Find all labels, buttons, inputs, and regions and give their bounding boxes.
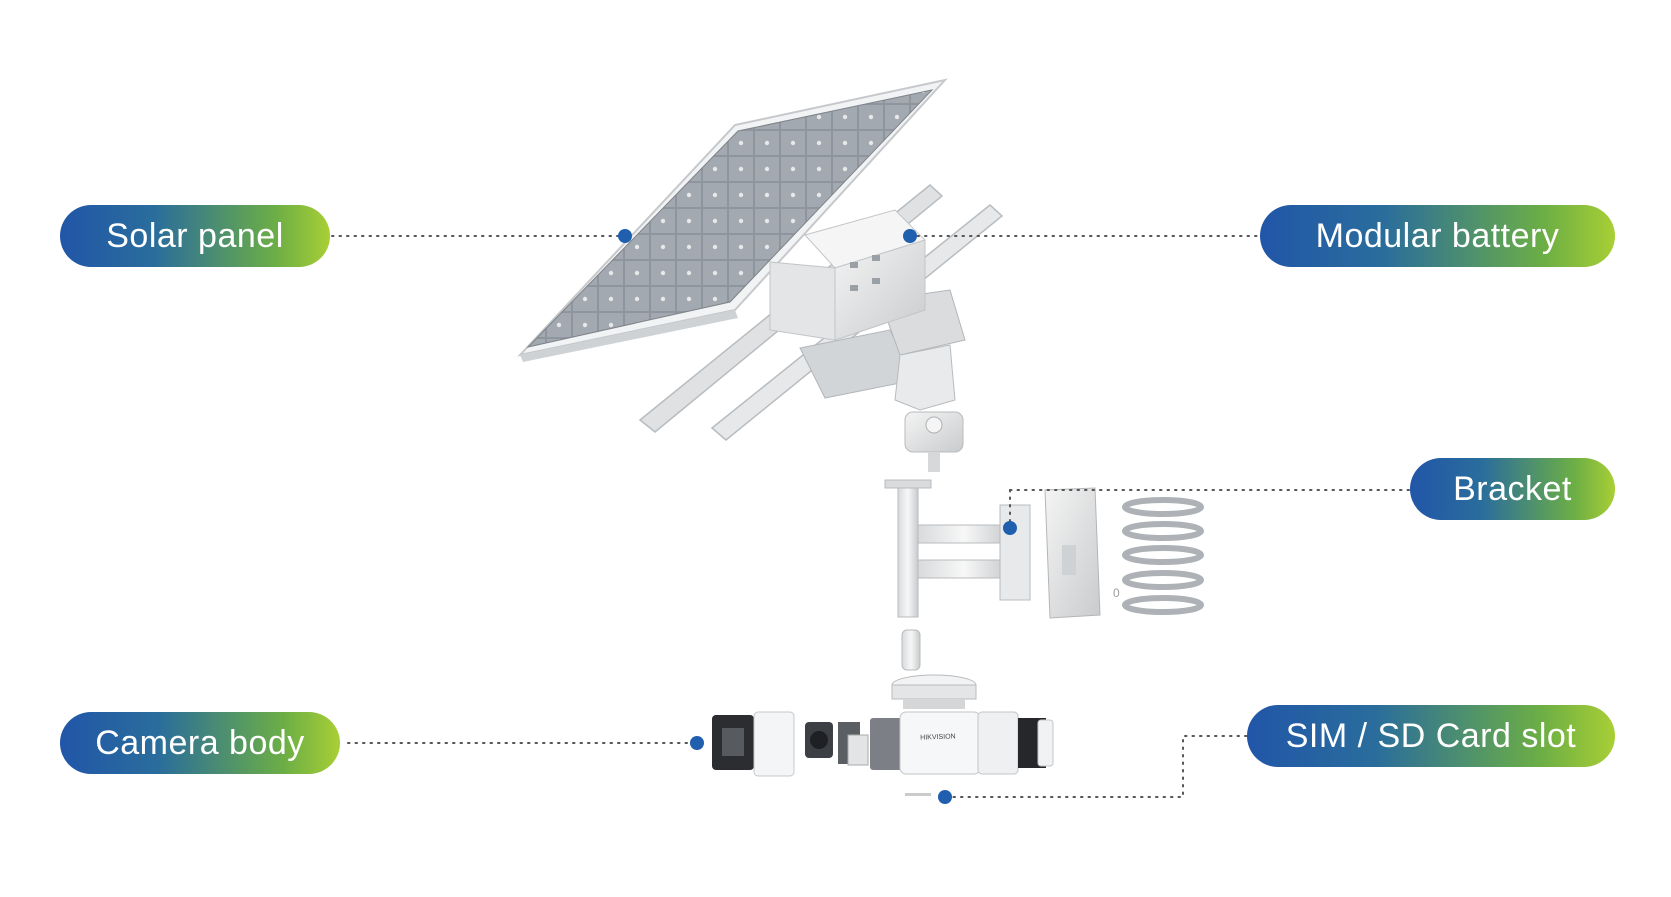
solar-panel-dot <box>618 229 632 243</box>
bracket-graphic: 0 <box>884 479 1204 709</box>
camera-brand-logo: HIKVISION <box>920 733 956 741</box>
bracket-dot <box>1003 521 1017 535</box>
camera-body-dot <box>690 736 704 750</box>
modular-battery-label: Modular battery <box>1260 205 1615 267</box>
camera-body-label: Camera body <box>60 712 340 774</box>
bracket-label: Bracket <box>1410 458 1615 520</box>
svg-text:0: 0 <box>1113 586 1120 600</box>
modular-battery-dot <box>903 229 917 243</box>
solar-panel-label: Solar panel <box>60 205 330 267</box>
sim-slot-leader <box>945 735 1248 798</box>
sim-slot-dot <box>938 790 952 804</box>
callout-dots <box>618 229 1017 804</box>
solar-panel-graphic <box>517 78 1004 472</box>
camera-graphic: HIKVISION <box>712 711 1054 796</box>
sim-sd-card-slot-label: SIM / SD Card slot <box>1247 705 1615 767</box>
